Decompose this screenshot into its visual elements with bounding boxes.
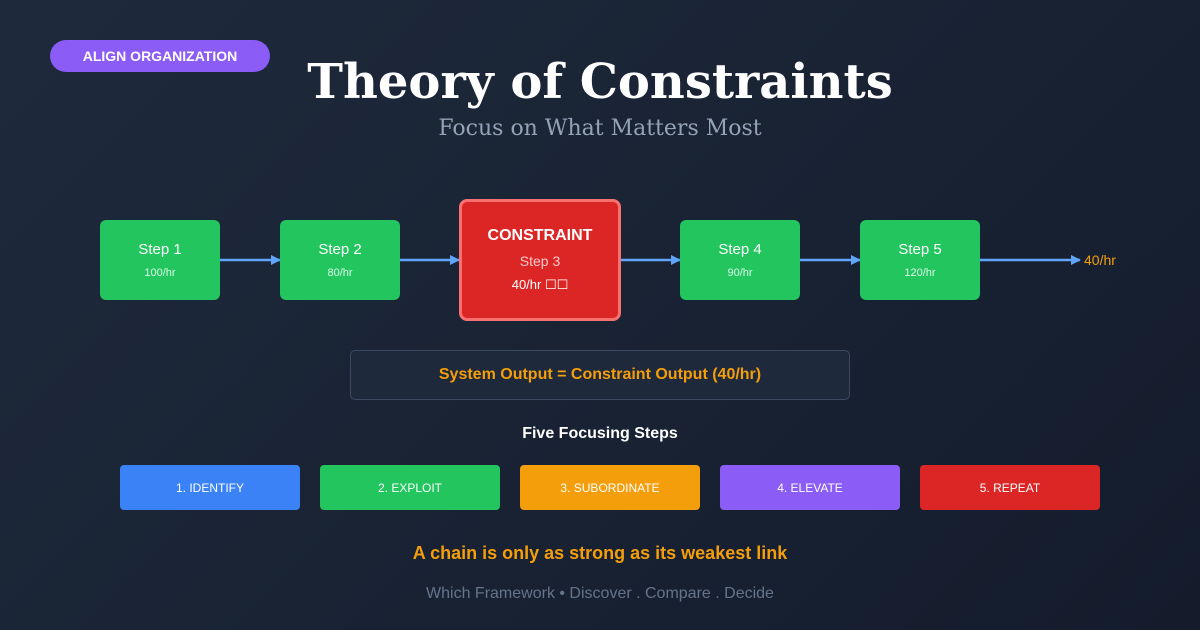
step-1-box: Step 1 100/hr: [100, 220, 220, 300]
constraint-head: CONSTRAINT: [487, 227, 593, 244]
step-5-rate: 120/hr: [904, 267, 936, 279]
constraint-box: CONSTRAINT Step 3 40/hr ☐☐: [459, 199, 621, 321]
system-output-box: System Output = Constraint Output (40/hr…: [350, 350, 850, 400]
footer: Which Framework • Discover . Compare . D…: [426, 585, 774, 602]
badge: ALIGN ORGANIZATION: [50, 40, 270, 72]
focus-step-exploit: 2. EXPLOIT: [320, 465, 500, 510]
step-1-name: Step 1: [138, 241, 182, 258]
step-2-rate: 80/hr: [327, 267, 353, 279]
focus-step-repeat: 5. REPEAT: [920, 465, 1100, 510]
constraint-step: Step 3: [519, 253, 561, 269]
focusing-steps-title: Five Focusing Steps: [522, 425, 678, 442]
tagline: A chain is only as strong as its weakest…: [412, 543, 788, 563]
final-output-rate: 40/hr: [1084, 252, 1116, 268]
focus-step-identify: 1. IDENTIFY: [120, 465, 300, 510]
page-title: Theory of Constraints: [307, 54, 893, 110]
step-1-rate: 100/hr: [144, 267, 176, 279]
step-4-rate: 90/hr: [727, 267, 753, 279]
step-2-box: Step 2 80/hr: [280, 220, 400, 300]
focus-step-subordinate: 3. SUBORDINATE: [520, 465, 700, 510]
step-4-name: Step 4: [718, 241, 762, 258]
page-subtitle: Focus on What Matters Most: [438, 116, 762, 141]
step-4-box: Step 4 90/hr: [680, 220, 800, 300]
focus-step-elevate: 4. ELEVATE: [720, 465, 900, 510]
constraint-rate: 40/hr ☐☐: [511, 277, 569, 292]
step-2-name: Step 2: [318, 241, 362, 258]
step-5-box: Step 5 120/hr: [860, 220, 980, 300]
step-5-name: Step 5: [898, 241, 942, 258]
